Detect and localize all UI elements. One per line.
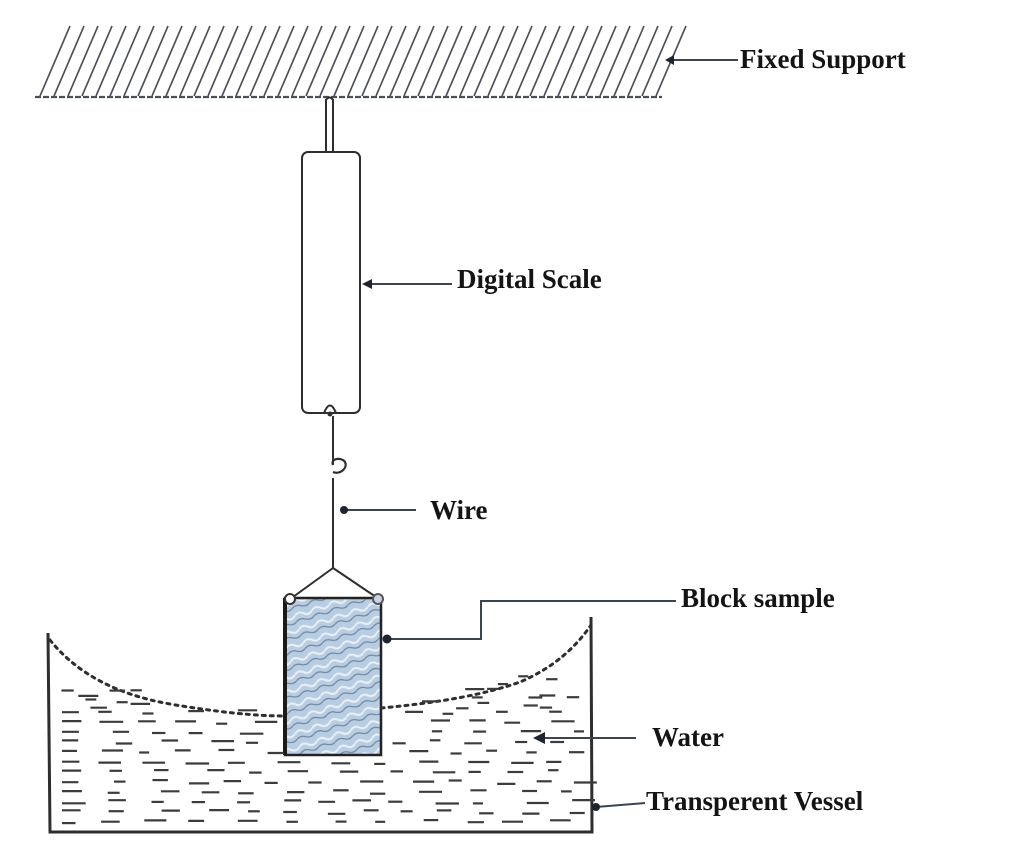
water-dashes	[61, 675, 597, 825]
hatch-line	[277, 25, 309, 97]
hatch-line	[487, 25, 519, 97]
label-group-wire: Wire	[340, 495, 488, 525]
hatch-line	[235, 25, 267, 97]
hatch-line	[361, 25, 393, 97]
wire	[292, 416, 377, 598]
hatch-line	[417, 25, 449, 97]
arrowhead-icon	[592, 803, 600, 811]
hatch-line	[53, 25, 85, 97]
arrowhead-icon	[340, 506, 348, 514]
hanger-rod	[325, 96, 334, 152]
label-group-fixed-support: Fixed Support	[665, 44, 906, 74]
hatch-line	[389, 25, 421, 97]
arrowhead-icon	[382, 634, 392, 644]
label-fixed-support: Fixed Support	[740, 44, 906, 74]
hatch-line	[529, 25, 561, 97]
digital-scale	[301, 151, 361, 417]
hatch-line	[403, 25, 435, 97]
hatch-line	[249, 25, 281, 97]
hatch-line	[81, 25, 113, 97]
hatch-line	[347, 25, 379, 97]
hatch-line	[151, 25, 183, 97]
hatch-line	[375, 25, 407, 97]
hatch-line	[641, 25, 673, 97]
hatch-line	[585, 25, 617, 97]
hatch-line	[557, 25, 589, 97]
hatch-line	[627, 25, 659, 97]
hatch-line	[123, 25, 155, 97]
hatch-line	[67, 25, 99, 97]
hatch-line	[109, 25, 141, 97]
hatch-line	[39, 25, 71, 97]
label-block-sample: Block sample	[681, 583, 835, 613]
block-sample	[283, 593, 384, 757]
hatch-line	[459, 25, 491, 97]
label-transparent-vessel: Transperent Vessel	[646, 786, 864, 816]
label-digital-scale: Digital Scale	[457, 264, 602, 294]
fixed-support	[35, 25, 687, 99]
hatch-line	[165, 25, 197, 97]
water-surface-curve	[48, 623, 593, 718]
label-water: Water	[652, 722, 724, 752]
fixed-support-hatching	[39, 25, 687, 97]
hatch-line	[333, 25, 365, 97]
hatch-line	[515, 25, 547, 97]
hatch-line	[305, 25, 337, 97]
transparent-vessel	[46, 616, 597, 834]
label-group-digital-scale: Digital Scale	[362, 264, 602, 294]
hatch-line	[543, 25, 575, 97]
hatch-line	[221, 25, 253, 97]
arrowhead-icon	[362, 279, 372, 289]
hatch-line	[291, 25, 323, 97]
hatch-line	[193, 25, 225, 97]
hatch-line	[137, 25, 169, 97]
arrowhead-icon	[665, 55, 674, 65]
label-wire: Wire	[430, 495, 488, 525]
hatch-line	[501, 25, 533, 97]
hatch-line	[473, 25, 505, 97]
hatch-line	[263, 25, 295, 97]
hatch-line	[179, 25, 211, 97]
hatch-line	[571, 25, 603, 97]
hatch-line	[431, 25, 463, 97]
hatch-line	[319, 25, 351, 97]
arrowhead-icon	[533, 732, 545, 744]
hatch-line	[207, 25, 239, 97]
hatch-line	[599, 25, 631, 97]
label-group-transparent-vessel: Transperent Vessel	[592, 786, 864, 816]
label-group-water: Water	[533, 722, 724, 752]
hatch-line	[95, 25, 127, 97]
hatch-line	[445, 25, 477, 97]
label-group-block-sample: Block sample	[382, 583, 835, 644]
hatch-line	[613, 25, 645, 97]
